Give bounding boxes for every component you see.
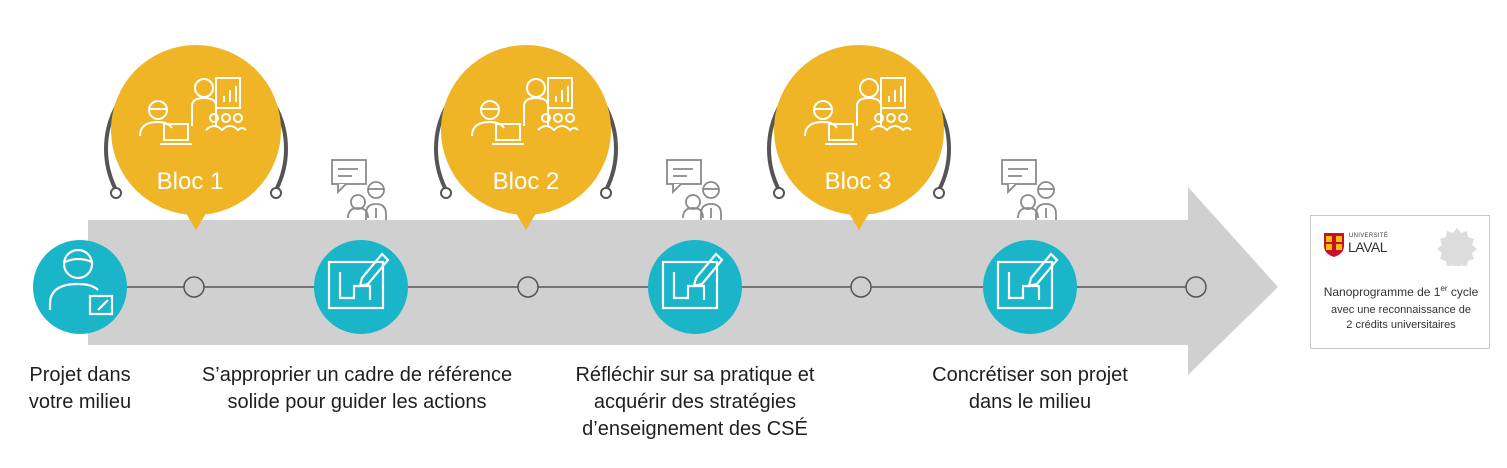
teacher-classroom-icon — [804, 77, 912, 145]
timeline-node-3 — [850, 276, 872, 298]
seal-icon — [1437, 228, 1477, 266]
caption-line: Réfléchir sur sa pratique et — [575, 364, 815, 386]
caption-line: S’approprier un cadre de référence — [201, 364, 513, 386]
discussion-people-icon — [1001, 159, 1057, 220]
caption-bloc-2: Réfléchir sur sa pratique et acquérir de… — [545, 362, 845, 443]
teacher-classroom-icon — [471, 77, 579, 145]
step-circle-1 — [314, 240, 408, 334]
caption-line: acquérir des stratégies — [593, 391, 797, 413]
caption-line: Concrétiser son projet — [932, 364, 1128, 386]
bloc-balloon-3 — [767, 45, 951, 230]
step-circle-2 — [648, 240, 742, 334]
caption-bloc-1: S’approprier un cadre de référence solid… — [177, 362, 537, 416]
bloc-label-1: Bloc 1 — [156, 168, 224, 195]
bloc-balloon-2 — [434, 45, 618, 230]
badge-line-2: avec une reconnaissance de — [1330, 304, 1472, 316]
caption-line: d’enseignement des CSÉ — [582, 418, 808, 440]
badge-program-sup: er — [1440, 284, 1448, 293]
teacher-classroom-icon — [139, 77, 247, 145]
caption-line: votre milieu — [28, 391, 132, 413]
discussion-people-icon — [666, 159, 722, 220]
caption-line: dans le milieu — [968, 391, 1092, 413]
university-crest-icon — [1324, 233, 1344, 257]
drawing-board-icon — [996, 252, 1059, 310]
logo-university-text: UNIVERSITÉ — [1349, 233, 1389, 239]
bloc-label-3: Bloc 3 — [824, 168, 892, 195]
caption-start: Projet dans votre milieu — [10, 362, 150, 416]
badge-line-3: 2 crédits universitaires — [1346, 319, 1456, 331]
person-project-icon — [48, 248, 114, 316]
drawing-board-icon — [327, 252, 390, 310]
discussion-people-icon — [331, 159, 387, 220]
bloc-balloon-1 — [104, 45, 288, 230]
badge-program-cycle: cycle — [1447, 285, 1479, 299]
timeline-node-2 — [517, 276, 539, 298]
caption-line: Projet dans — [29, 364, 131, 386]
start-step — [33, 240, 127, 334]
program-badge: UNIVERSITÉ LAVAL Nanoprogramme de 1er cy… — [1310, 215, 1490, 349]
caption-bloc-3: Concrétiser son projet dans le milieu — [905, 362, 1155, 416]
badge-line-1: Nanoprogramme de 1er cycle — [1311, 284, 1491, 299]
badge-program-text: Nanoprogramme de 1 — [1323, 285, 1441, 299]
step-circle-3 — [983, 240, 1077, 334]
bloc-label-2: Bloc 2 — [492, 168, 560, 195]
timeline-node-1 — [183, 276, 205, 298]
caption-line: solide pour guider les actions — [227, 391, 487, 413]
timeline-node-4 — [1185, 276, 1207, 298]
logo-laval-text: LAVAL — [1348, 239, 1388, 255]
drawing-board-icon — [661, 252, 724, 310]
